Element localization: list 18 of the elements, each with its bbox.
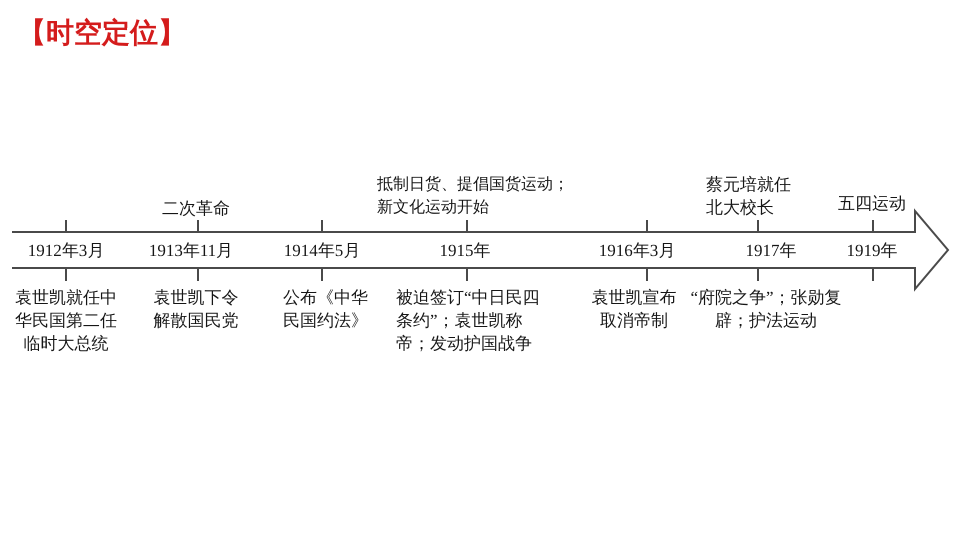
event-label: 袁世凯宣布取消帝制 xyxy=(590,287,678,332)
date-label: 1919年 xyxy=(846,240,898,262)
date-label: 1913年11月 xyxy=(148,240,234,262)
date-label: 1915年 xyxy=(440,240,490,262)
event-label: 二次革命 xyxy=(161,198,231,220)
event-label: 袁世凯下令解散国民党 xyxy=(152,287,240,332)
event-label: 被迫签订“中日民四条约”；袁世凯称帝；发动护国战争 xyxy=(396,287,541,355)
event-label: 五四运动 xyxy=(837,193,907,215)
title: 【时空定位】 xyxy=(18,15,186,51)
date-label: 1914年5月 xyxy=(284,240,360,262)
event-label: “府院之争”；张勋复辟；护法运动 xyxy=(689,287,843,332)
date-label: 1916年3月 xyxy=(598,240,676,262)
date-label: 1917年 xyxy=(746,240,796,262)
date-label: 1912年3月 xyxy=(28,240,104,262)
event-label: 公布《中华民国约法》 xyxy=(283,287,369,332)
event-label: 袁世凯就任中华民国第二任临时大总统 xyxy=(14,287,118,355)
event-label: 蔡元培就任北大校长 xyxy=(706,174,792,219)
event-label: 抵制日货、提倡国货运动；新文化运动开始 xyxy=(377,174,570,218)
